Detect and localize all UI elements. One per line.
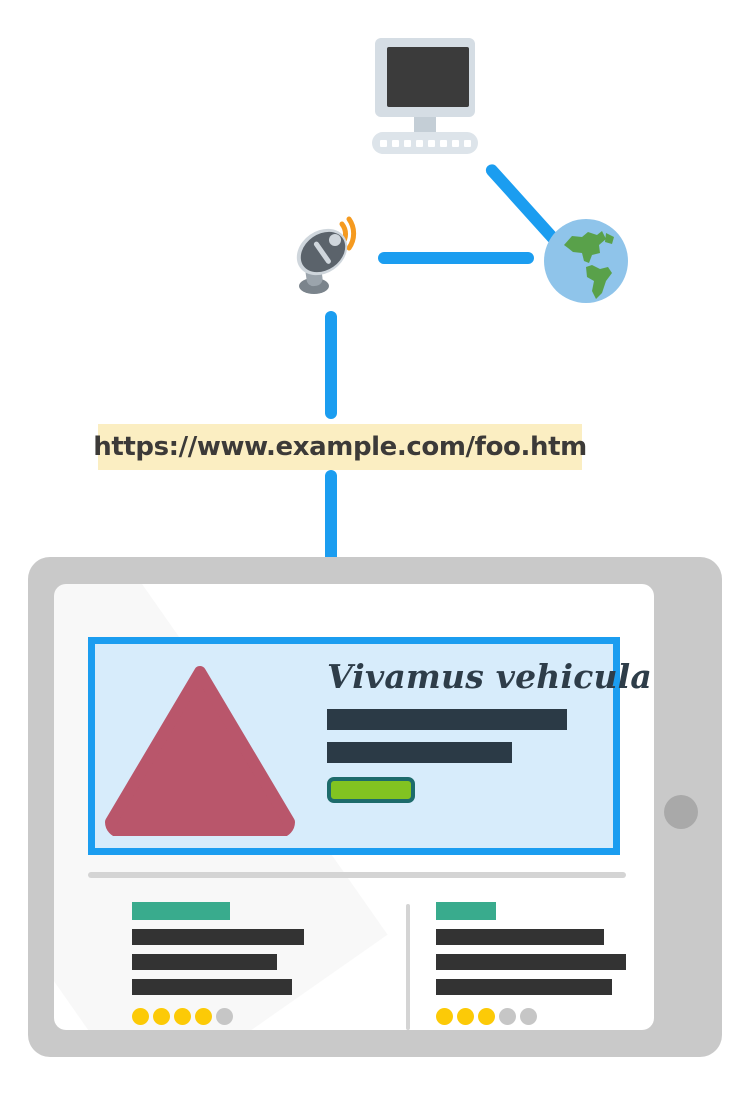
column-text-bar [436, 954, 626, 970]
rating-dot-filled[interactable] [195, 1008, 212, 1025]
rating-dot-filled[interactable] [174, 1008, 191, 1025]
hero-text-bar [327, 709, 567, 731]
column-text-bar [132, 954, 277, 970]
keyboard-key [463, 139, 471, 147]
rating-dot-filled[interactable] [436, 1008, 453, 1025]
column-heading-bar [436, 902, 496, 920]
monitor-screen [387, 47, 469, 107]
connector-satellite-to-url [325, 311, 337, 419]
triangle-image-placeholder [104, 666, 296, 838]
tablet-screen: Vivamus vehicula [54, 584, 654, 1030]
monitor-keyboard-base [372, 132, 478, 154]
keyboard-key [427, 139, 435, 147]
rating-dot-empty[interactable] [520, 1008, 537, 1025]
rating-dot-empty[interactable] [499, 1008, 516, 1025]
column-text-bar [436, 929, 604, 945]
hero-cta-button[interactable] [327, 777, 415, 804]
column-text-bar [132, 979, 292, 995]
satellite-dish-icon [292, 210, 372, 296]
content-columns [88, 902, 626, 1030]
rating-dot-filled[interactable] [153, 1008, 170, 1025]
keyboard-key [451, 139, 459, 147]
hero-content: Vivamus vehicula [327, 656, 652, 804]
rating-dot-filled[interactable] [457, 1008, 474, 1025]
section-divider [88, 872, 626, 878]
content-column-right[interactable] [436, 902, 651, 1025]
keyboard-key [403, 139, 411, 147]
hero-text-bar [327, 742, 512, 764]
tablet-device-icon: Vivamus vehicula [28, 557, 722, 1057]
rating-dot-filled[interactable] [132, 1008, 149, 1025]
hero-banner[interactable]: Vivamus vehicula [88, 637, 652, 855]
url-address-bar[interactable]: https://www.example.com/foo.htm [93, 424, 587, 470]
keyboard-key [439, 139, 447, 147]
monitor-body [375, 38, 475, 117]
keyboard-key [391, 139, 399, 147]
content-column-left[interactable] [132, 902, 347, 1025]
rating-dots[interactable] [436, 1008, 651, 1025]
keyboard-key [415, 139, 423, 147]
rating-dots[interactable] [132, 1008, 347, 1025]
globe-internet-icon [542, 217, 630, 305]
hero-headline: Vivamus vehicula [327, 657, 652, 696]
column-divider [406, 904, 410, 1030]
keyboard-key [379, 139, 387, 147]
rating-dot-filled[interactable] [478, 1008, 495, 1025]
url-text: https://www.example.com/foo.htm [93, 432, 587, 462]
monitor-neck [414, 117, 436, 134]
desktop-monitor-icon [372, 38, 478, 156]
column-heading-bar [132, 902, 230, 920]
column-text-bar [436, 979, 612, 995]
column-text-bar [132, 929, 304, 945]
rating-dot-empty[interactable] [216, 1008, 233, 1025]
home-button[interactable] [664, 795, 698, 829]
connector-satellite-to-globe [378, 252, 534, 264]
